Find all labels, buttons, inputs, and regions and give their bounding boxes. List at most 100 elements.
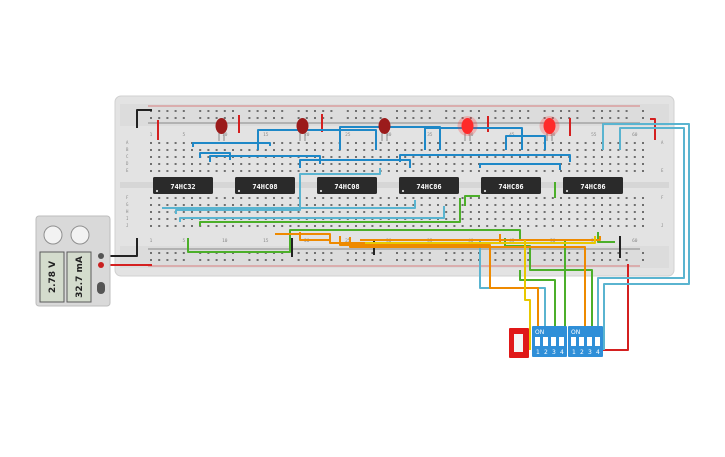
power-button[interactable] [97,282,105,294]
wire-green[interactable] [504,238,593,350]
led-dome [296,118,309,134]
wire-black[interactable] [136,109,152,128]
chip-5[interactable]: 74HC86 [481,177,541,194]
wire-yellow[interactable] [365,236,596,244]
dip-lever-1[interactable] [535,337,540,346]
dip-lever-2[interactable] [579,337,584,346]
wire-cyan[interactable] [175,168,381,214]
led-leg [546,133,553,141]
wire-blue[interactable] [192,142,271,147]
slide-switch[interactable] [509,328,529,358]
chip-1[interactable]: 74HC32 [153,177,213,194]
slide-switch-knob[interactable] [514,334,523,352]
top-rail-strip [120,104,669,126]
chip-body [317,177,377,194]
voltage-readout: 2.78 V [48,261,58,293]
dip-lever-1[interactable] [571,337,576,346]
row-label-f: F [126,195,129,200]
led-dome [461,118,474,134]
row-label-a: A [126,140,129,145]
dip-lever-4[interactable] [595,337,600,346]
chip-6[interactable]: 74HC86 [563,177,623,194]
row-label-e-right: E [661,168,664,173]
voltage-knob[interactable] [43,225,63,245]
row-label-d: D [126,161,129,166]
wire-orange[interactable] [339,236,539,350]
positive-terminal[interactable] [98,253,104,259]
column-number: 10 [222,238,228,244]
column-number: 30 [386,132,392,138]
column-number: 15 [263,132,269,138]
led-4[interactable] [457,116,478,141]
power-rail-lines [148,105,640,267]
wire-orange[interactable] [349,237,586,350]
wire-yellow[interactable] [524,240,531,350]
wire-cyan[interactable] [162,200,416,209]
wire-black[interactable] [100,238,138,257]
wire-cyan[interactable] [179,206,445,222]
wire-blue[interactable] [505,135,546,150]
row-label-g: G [126,202,129,207]
pin1-dot [319,189,323,193]
dip-on-label: ON [571,329,580,336]
chip-label: 74HC08 [334,183,359,191]
column-number: 1 [150,132,153,138]
wire-orange[interactable] [360,236,601,241]
wire-blue[interactable] [257,129,377,150]
row-label-e: E [126,168,129,173]
chip-2[interactable]: 74HC08 [235,177,295,194]
wire-cyan[interactable] [597,127,685,350]
wire-blue[interactable] [479,163,561,170]
chip-4[interactable]: 74HC86 [399,177,459,194]
chip-label: 74HC08 [252,183,277,191]
dip-lever-4[interactable] [559,337,564,346]
dip-number-2: 2 [544,349,548,356]
led-2[interactable] [296,118,309,141]
wire-green[interactable] [519,270,556,350]
wires [100,109,690,351]
current-display [66,251,92,303]
wire-blue[interactable] [399,154,571,162]
pin1-dot [401,189,405,193]
wire-green[interactable] [464,195,480,206]
column-number: 40 [468,132,474,138]
led-leg [299,133,306,141]
dip-on-label: ON [535,329,544,336]
column-number: 35 [427,132,433,138]
wire-orange[interactable] [299,232,330,241]
wire-red[interactable] [600,264,629,351]
negative-terminal[interactable] [98,262,104,268]
wire-green[interactable] [597,232,615,243]
wire-red[interactable] [157,114,656,140]
leds [215,116,560,141]
chip-body [399,177,459,194]
led-3[interactable] [378,118,391,141]
row-labels: A B C D E F G H I J A E F J [126,140,664,228]
dip-switch-body [532,326,567,357]
chip-3[interactable]: 74HC08 [317,177,377,194]
dip-lever-3[interactable] [551,337,556,346]
center-channel [120,182,669,188]
row-label-h: H [126,209,129,214]
wire-cyan[interactable] [602,123,690,350]
chip-body [563,177,623,194]
led-leg [218,133,225,141]
current-knob[interactable] [70,225,90,245]
led-1[interactable] [215,118,228,141]
wire-green[interactable] [199,198,461,226]
dip-switch-1[interactable]: ON 1 2 3 4 [532,326,567,357]
wire-blue[interactable] [299,159,411,168]
led-5[interactable] [539,116,560,141]
row-label-i: I [126,216,129,221]
wire-blue[interactable] [424,127,523,150]
chip-label: 74HC86 [416,183,441,191]
power-supply[interactable]: 2.78 V 32.7 mA [35,215,111,307]
led-dome [215,118,228,134]
dip-number-3: 3 [588,349,592,356]
column-number: 20 [304,132,310,138]
dip-lever-3[interactable] [587,337,592,346]
dip-switch-2[interactable]: ON 1 2 3 4 [568,326,603,357]
dip-lever-2[interactable] [543,337,548,346]
row-label-j-right: J [661,223,663,228]
